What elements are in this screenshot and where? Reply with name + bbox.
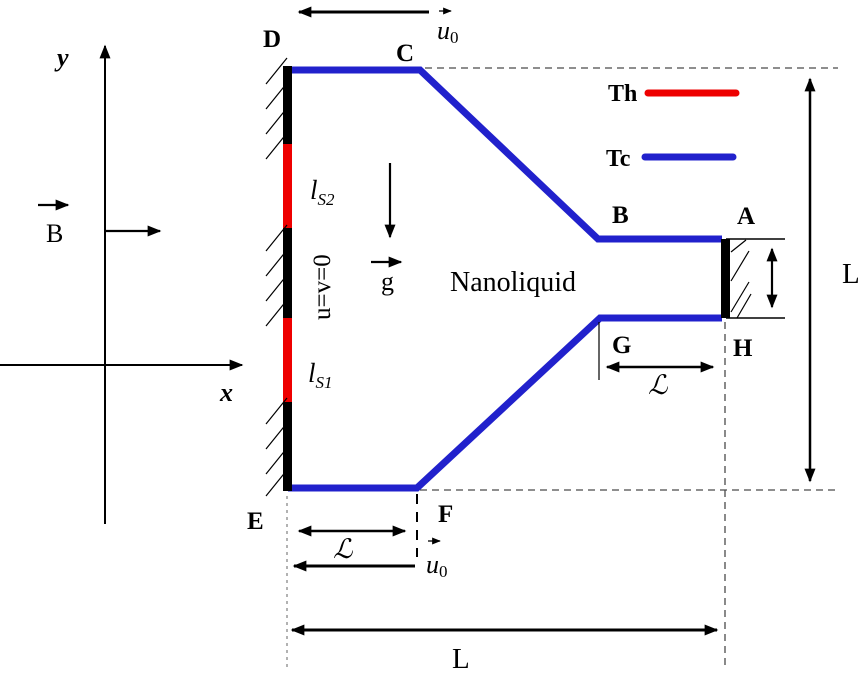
heat-source-s2-subscript: S2 [318, 190, 336, 209]
velocity-top-subscript: 0 [450, 28, 459, 47]
left-wall-bar [283, 66, 292, 491]
hatch-line [265, 107, 288, 135]
vertex-d-label: D [263, 26, 281, 53]
cavity-width-label: L [452, 643, 470, 675]
vertex-labels: D C B A G H E F [247, 26, 755, 535]
vertex-g-label: G [612, 332, 631, 359]
cold-wall-top [288, 66, 722, 243]
right-wall [721, 238, 785, 319]
velocity-bottom-subscript: 0 [439, 562, 448, 581]
cold-wall-bottom [288, 314, 722, 492]
svg-text:u0: u0 [426, 550, 448, 581]
coordinate-axes: y x [0, 43, 244, 524]
left-wall [283, 66, 292, 491]
legend-hot-label: Th [608, 81, 637, 107]
svg-text:u0: u0 [437, 16, 459, 47]
y-axis-label: y [54, 43, 69, 72]
velocity-top-symbol: u [437, 16, 450, 45]
hatch-line [736, 293, 752, 319]
hatch-line [265, 397, 288, 425]
heat-source-s2-symbol: l [310, 175, 318, 205]
left-wall-hatching [265, 57, 288, 497]
step-right-label: ℒ [648, 370, 668, 400]
magnetic-field-label: B [46, 219, 63, 248]
cold-walls [288, 66, 722, 492]
hatch-line [265, 274, 288, 302]
svg-text:lS2: lS2 [310, 175, 335, 209]
cavity-height-label: L [842, 258, 860, 290]
heat-source-s2-segment [283, 144, 292, 228]
vertex-c-label: C [396, 40, 414, 67]
hatch-line [265, 224, 288, 252]
legend-cold-label: Tc [606, 146, 631, 172]
hatch-line [730, 250, 750, 282]
heat-source-s1-subscript: S1 [316, 373, 333, 392]
reference-lines [286, 67, 838, 668]
hatch-line [265, 299, 288, 327]
vertex-h-label: H [733, 335, 753, 362]
vertex-e-label: E [247, 508, 264, 535]
right-wall-bar [721, 239, 730, 318]
right-wall-hatching [730, 239, 752, 319]
hatch-line [730, 281, 750, 313]
hatch-line [265, 447, 288, 475]
gravity-label: g [381, 267, 394, 296]
hatch-line [265, 249, 288, 277]
hatch-line [730, 239, 747, 253]
heat-source-s1-segment [283, 318, 292, 402]
no-slip-label: u=v=0 [309, 254, 336, 320]
x-axis-label: x [219, 378, 233, 407]
svg-text:lS1: lS1 [308, 358, 333, 392]
step-bottom-label: ℒ [333, 534, 353, 564]
heat-source-s1-symbol: l [308, 358, 316, 388]
fluid-label: Nanoliquid [450, 267, 576, 298]
lid-velocity-bottom: u0 [292, 537, 448, 581]
hatch-line [265, 469, 288, 497]
hatch-line [265, 422, 288, 450]
magnetic-field: B [38, 199, 162, 248]
temperature-legend: Th Tc [606, 81, 740, 172]
lid-velocity-top: u0 [297, 6, 459, 47]
hatch-line [265, 57, 288, 85]
heat-source-labels: lS2 lS1 u=v=0 [308, 175, 336, 392]
vertex-a-label: A [737, 203, 755, 230]
vertex-f-label: F [438, 501, 453, 528]
hatch-line [265, 82, 288, 110]
vertex-b-label: B [612, 202, 629, 229]
gravity: g [371, 163, 403, 296]
hatch-line [265, 132, 288, 160]
dimension-annotations: L ℒ ℒ L [290, 77, 860, 675]
velocity-bottom-symbol: u [426, 550, 439, 579]
